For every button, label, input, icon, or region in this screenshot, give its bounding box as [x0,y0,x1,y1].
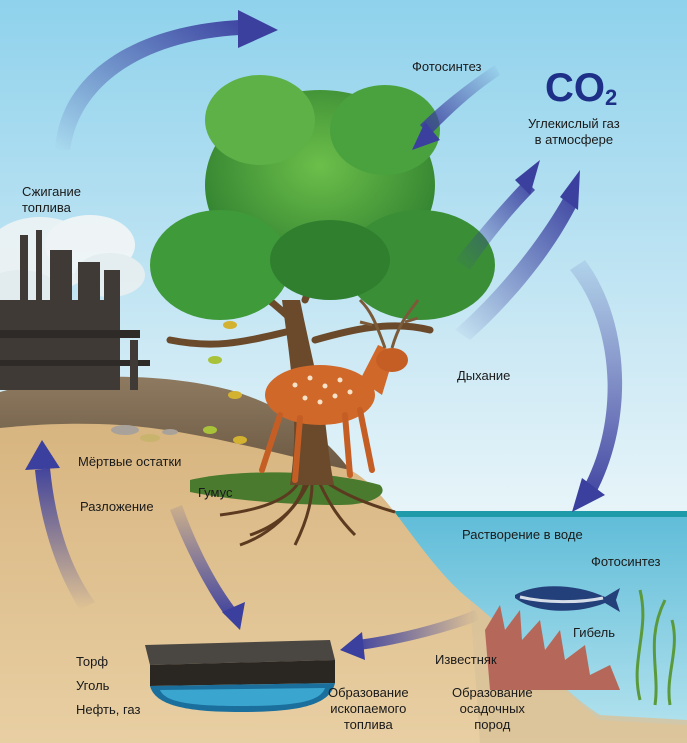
arrow-atmosphere-to-water [570,260,623,512]
label-sediment-formation: Образование осадочных пород [452,685,533,733]
seaweed [635,589,676,706]
label-atmosphere-line2: в атмосфере [534,132,614,147]
label-burning-line1: Сжигание [22,184,81,199]
label-decomposition: Разложение [80,499,154,514]
label-fossil-line1: Образование [328,685,409,700]
label-photosynthesis-sea: Фотосинтез [591,554,661,569]
grass-mound [190,472,383,505]
arrow-respiration-2 [455,170,580,340]
label-sediment-line1: Образование [452,685,533,700]
label-respiration: Дыхание [457,368,511,383]
label-fossil-line3: топлива [343,717,393,732]
co2-symbol: CO [545,66,605,110]
label-atmosphere: Углекислый газ в атмосфере [528,116,620,148]
label-coal: Уголь [76,678,110,693]
label-atmosphere-line1: Углекислый газ [528,116,620,131]
fish [515,586,620,612]
deer [259,298,420,483]
co2-subscript: 2 [605,85,618,110]
arrow-respiration-1 [455,160,540,270]
tree-crown [150,75,495,320]
dead-remains [111,425,178,442]
label-humus: Гумус [198,485,233,500]
fossil-layers [145,640,335,712]
factory [0,230,150,390]
sea-floor [470,600,687,743]
arrow-up-left [25,440,95,610]
label-limestone: Известняк [435,652,497,667]
tree-roots [219,479,396,547]
label-photosynthesis-top: Фотосинтез [412,59,482,74]
arrow-burning-to-atmosphere [55,10,278,150]
label-dissolution: Растворение в воде [462,527,583,542]
label-death: Гибель [573,625,616,640]
label-oil-gas: Нефть, газ [76,702,141,717]
label-sediment-line2: осадочных [459,701,525,716]
hill-surface [0,376,350,470]
label-peat: Торф [76,654,109,669]
arrow-photosynthesis-to-tree [412,65,500,150]
falling-leaves [203,321,247,444]
label-dead-remains: Мёртвые остатки [78,454,182,469]
arrow-limestone-to-fossil [340,610,480,660]
sea-surface [330,511,687,517]
label-sediment-line3: пород [474,717,511,732]
label-burning-line2: топлива [22,200,71,215]
arrow-decomposition-to-fossil [170,505,245,630]
co2-formula: CO2 [545,66,617,120]
label-burning: Сжигание топлива [22,184,81,216]
coral-reef [485,605,620,690]
label-fossil-formation: Образование ископаемого топлива [328,685,409,733]
label-fossil-line2: ископаемого [330,701,407,716]
